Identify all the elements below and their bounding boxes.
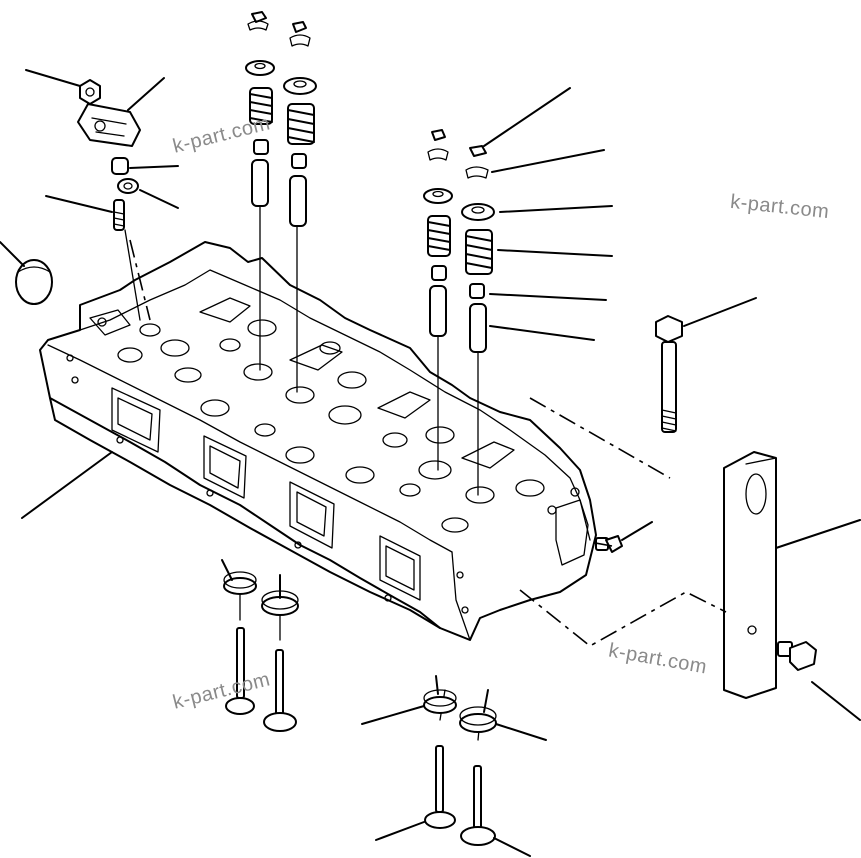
valve-train-left-pair [245,11,317,227]
cylinder-head [39,241,597,641]
valves-lower-left [223,571,299,732]
rocker-pedestals [199,297,515,469]
valves-lower-right [423,689,497,846]
valve-spring-3 [427,215,451,257]
assembly-dash-lines [129,239,727,647]
stem-center-lines [124,204,481,741]
intake-ports [111,387,421,601]
leader-lines [0,69,861,857]
bracket-bolt [777,641,817,671]
valve-spring-4 [465,229,493,275]
face-holes [66,354,469,614]
valve-train-right-pair [423,129,495,353]
rocker-support-parts [15,79,141,305]
valve-seats [117,319,545,533]
lifting-bracket [723,451,777,699]
valve-spring-1 [249,87,273,125]
head-bolt [655,315,683,433]
valve-spring-2 [287,103,315,145]
